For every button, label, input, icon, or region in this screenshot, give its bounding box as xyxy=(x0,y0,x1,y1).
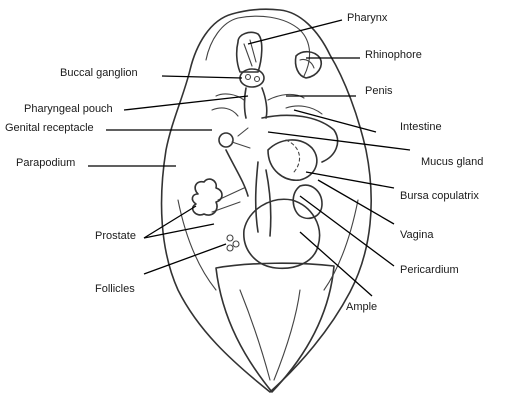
label-penis: Penis xyxy=(365,85,393,97)
label-mucus-gland: Mucus gland xyxy=(421,156,484,168)
label-rhinophore: Rhinophore xyxy=(365,49,422,61)
label-pharynx: Pharynx xyxy=(347,12,388,24)
label-pharyngeal-pouch: Pharyngeal pouch xyxy=(24,103,113,115)
mucus-gland-shape xyxy=(267,139,318,181)
visceral-mass xyxy=(243,198,321,270)
ample-shape xyxy=(215,262,335,393)
intestine-leader xyxy=(293,109,377,133)
pharyngeal-pouch-leader xyxy=(123,95,249,111)
pharynx-shape xyxy=(235,31,263,73)
prostate-leader-b xyxy=(143,223,215,239)
label-buccal-ganglion: Buccal ganglion xyxy=(60,67,138,79)
label-ample: Ample xyxy=(346,301,378,313)
label-genital-receptacle: Genital receptacle xyxy=(5,122,94,134)
mucus-gland-leader xyxy=(267,131,411,151)
label-follicles: Follicles xyxy=(95,283,135,295)
label-prostate: Prostate xyxy=(95,230,136,242)
pharynx-leader xyxy=(247,19,343,45)
body-outline xyxy=(160,8,372,393)
ample-leader xyxy=(299,231,373,297)
label-intestine: Intestine xyxy=(400,121,442,133)
prostate-shape xyxy=(191,178,223,216)
genital-receptacle-shape xyxy=(218,132,234,148)
buccal-ganglion-leader xyxy=(161,75,243,79)
label-bursa-copulatrix: Bursa copulatrix xyxy=(400,190,479,202)
vagina-leader xyxy=(317,179,395,225)
head-outline xyxy=(205,15,311,77)
prostate-leader-a xyxy=(143,205,197,239)
follicle-shape xyxy=(226,234,234,242)
label-vagina: Vagina xyxy=(400,229,434,241)
rhinophore-shape xyxy=(294,50,322,79)
label-pericardium: Pericardium xyxy=(400,264,459,276)
bursa-copulatrix-leader xyxy=(305,171,395,189)
intestine-shape xyxy=(261,114,339,163)
follicles-leader xyxy=(143,243,227,275)
label-parapodium: Parapodium xyxy=(16,157,76,169)
pericardium-leader xyxy=(299,195,395,267)
